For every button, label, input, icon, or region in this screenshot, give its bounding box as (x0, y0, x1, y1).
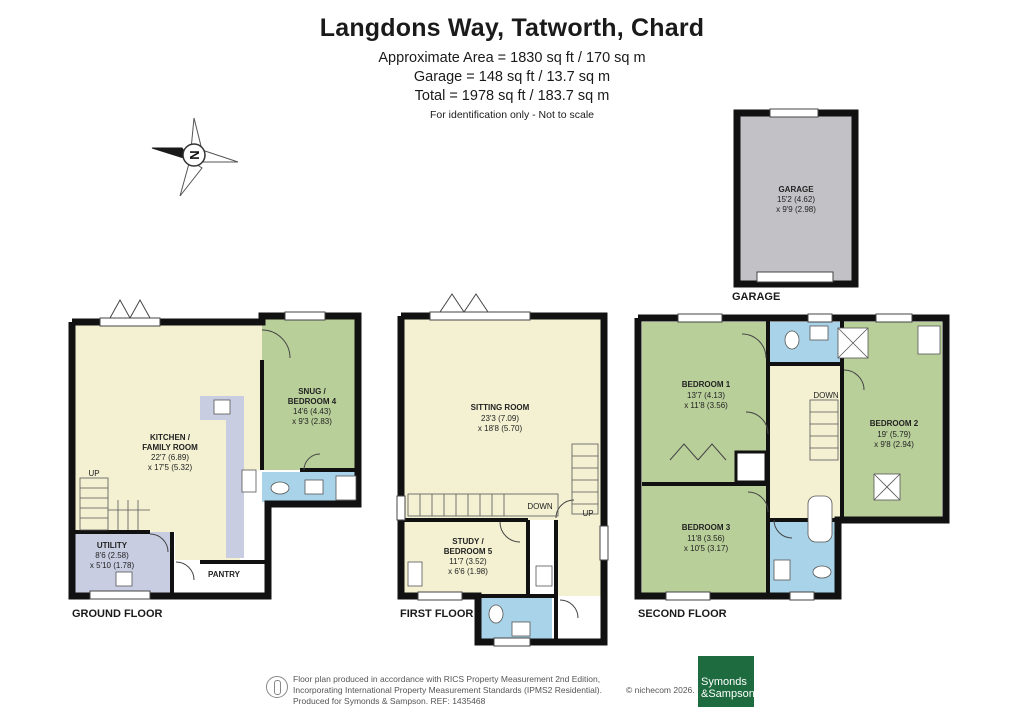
disclaimer: For identification only - Not to scale (430, 109, 594, 121)
second-floor-plan: DOWN BEDROOM 1 13'7 (4.13) x 11'8 (3.56)… (634, 313, 950, 620)
first-floor-plan: DOWN UP SITTING ROOM 23'3 (7.09) x 18'8 … (396, 293, 609, 647)
footer-line-1: Floor plan produced in accordance with R… (293, 674, 601, 684)
study-label-line1: STUDY / (452, 537, 484, 546)
first-floor-label: FIRST FLOOR (400, 608, 473, 620)
plan-header: Langdons Way, Tatworth, Chard Approximat… (0, 14, 1024, 121)
utility-dim1: 8'6 (2.58) (95, 551, 129, 560)
page-title: Langdons Way, Tatworth, Chard (319, 14, 705, 42)
rics-icon (266, 676, 288, 698)
kitchen-dim1: 22'7 (6.89) (151, 453, 189, 462)
bedroom1-dim1: 13'7 (4.13) (687, 391, 725, 400)
garage-room-dim1: 15'2 (4.62) (777, 195, 815, 204)
snug-label-line1: SNUG / (298, 387, 326, 396)
snug-dim1: 14'6 (4.43) (293, 407, 331, 416)
bedroom3-dim2: x 10'5 (3.17) (684, 544, 729, 553)
footer-notes: Floor plan produced in accordance with R… (293, 674, 602, 707)
agent-logo: Symonds &Sampson (698, 656, 755, 707)
footer-copyright: © nichecom 2026. (626, 685, 695, 695)
study-dim2: x 6'6 (1.98) (448, 567, 488, 576)
first-stairs-down-label: DOWN (527, 502, 553, 511)
kitchen-dim2: x 17'5 (5.32) (148, 463, 193, 472)
ground-floor-label: GROUND FLOOR (72, 608, 162, 620)
bedroom2-dim1: 19' (5.79) (877, 430, 911, 439)
study-dim1: 11'7 (3.52) (449, 557, 487, 566)
footer-line-2: Incorporating International Property Mea… (293, 685, 602, 695)
bedroom3-label: BEDROOM 3 (682, 523, 731, 532)
snug-dim2: x 9'3 (2.83) (292, 417, 332, 426)
first-stairs-up-label: UP (582, 509, 593, 518)
bedroom1-label: BEDROOM 1 (682, 380, 731, 389)
sitting-room-dim2: x 18'8 (5.70) (478, 424, 523, 433)
pantry-label: PANTRY (208, 570, 241, 579)
logo-line-1: Symonds (701, 676, 747, 688)
logo-line-2: &Sampson (701, 688, 755, 700)
bedroom2-dim2: x 9'8 (2.94) (874, 440, 914, 449)
kitchen-label-line1: KITCHEN / (150, 433, 191, 442)
bedroom3-dim1: 11'8 (3.56) (687, 534, 725, 543)
sitting-room-dim1: 23'3 (7.09) (481, 414, 519, 423)
utility-dim2: x 5'10 (1.78) (90, 561, 135, 570)
snug-label-line2: BEDROOM 4 (288, 397, 337, 406)
garage-room-dim2: x 9'9 (2.98) (776, 205, 816, 214)
sitting-room-label: SITTING ROOM (471, 403, 530, 412)
ground-stairs-up-label: UP (88, 469, 99, 478)
garage-plan: GARAGE 15'2 (4.62) x 9'9 (2.98) GARAGE (732, 108, 859, 303)
study-label-line2: BEDROOM 5 (444, 547, 493, 556)
bedroom1-dim2: x 11'8 (3.56) (684, 401, 728, 410)
utility-label: UTILITY (97, 541, 128, 550)
garage-room-label: GARAGE (778, 185, 814, 194)
total-area: Total = 1978 sq ft / 183.7 sq m (414, 88, 610, 104)
kitchen-label-line2: FAMILY ROOM (142, 443, 198, 452)
garage-area: Garage = 148 sq ft / 13.7 sq m (413, 69, 611, 85)
garage-floor-label: GARAGE (732, 291, 780, 303)
second-stairs-down-label: DOWN (813, 391, 839, 400)
compass-north-label: N (187, 150, 202, 159)
footer-line-3: Produced for Symonds & Sampson. REF: 143… (293, 696, 486, 706)
approximate-area: Approximate Area = 1830 sq ft / 170 sq m (378, 50, 646, 66)
ground-floor-plan: UP KITCHEN / FAMILY ROOM 22'7 (6.89) x 1… (68, 298, 362, 620)
compass-rose-icon: N (151, 117, 239, 197)
bedroom2-label: BEDROOM 2 (870, 419, 919, 428)
second-floor-label: SECOND FLOOR (638, 608, 727, 620)
